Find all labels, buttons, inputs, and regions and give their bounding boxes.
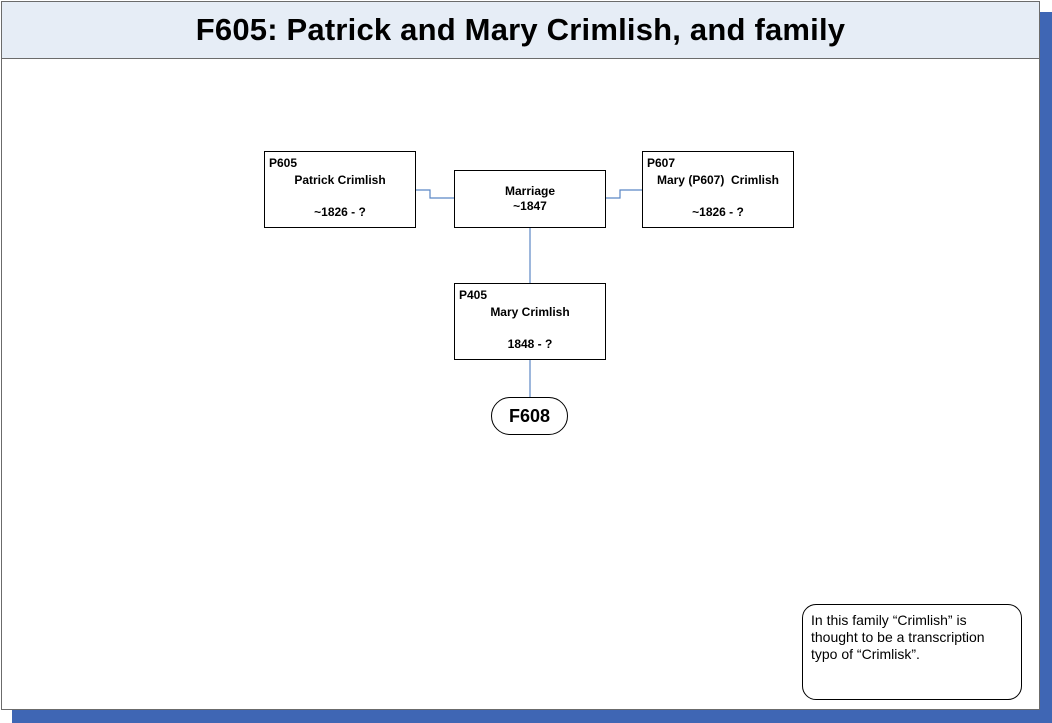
person-id: P605: [269, 156, 298, 170]
page-title: F605: Patrick and Mary Crimlish, and fam…: [195, 12, 846, 47]
person-name: Patrick Crimlish: [294, 173, 386, 187]
person-id: P607: [647, 156, 676, 170]
person-dates: 1848 - ?: [507, 337, 553, 351]
note-text: In this family “Crimlish” is thought to …: [811, 612, 985, 662]
marriage-box: Marriage ~1847: [454, 170, 606, 228]
person-box-p405[interactable]: P405 Mary Crimlish 1848 - ?: [454, 283, 606, 360]
note-callout: In this family “Crimlish” is thought to …: [802, 604, 1022, 700]
marriage-label: Marriage: [504, 184, 556, 198]
person-name: Mary (P607) Crimlish: [656, 173, 780, 187]
connector-p605-marriage: [416, 189, 454, 199]
person-dates: ~1826 - ?: [692, 205, 744, 219]
person-box-p607[interactable]: P607 Mary (P607) Crimlish ~1826 - ?: [642, 151, 794, 228]
page-header: F605: Patrick and Mary Crimlish, and fam…: [2, 2, 1039, 59]
marriage-date: ~1847: [513, 199, 547, 213]
connector-marriage-p607: [606, 189, 642, 199]
person-id: P405: [459, 288, 488, 302]
person-name: Mary Crimlish: [490, 305, 570, 319]
person-box-p605[interactable]: P605 Patrick Crimlish ~1826 - ?: [264, 151, 416, 228]
person-dates: ~1826 - ?: [314, 205, 366, 219]
family-link-f608[interactable]: F608: [491, 397, 568, 435]
